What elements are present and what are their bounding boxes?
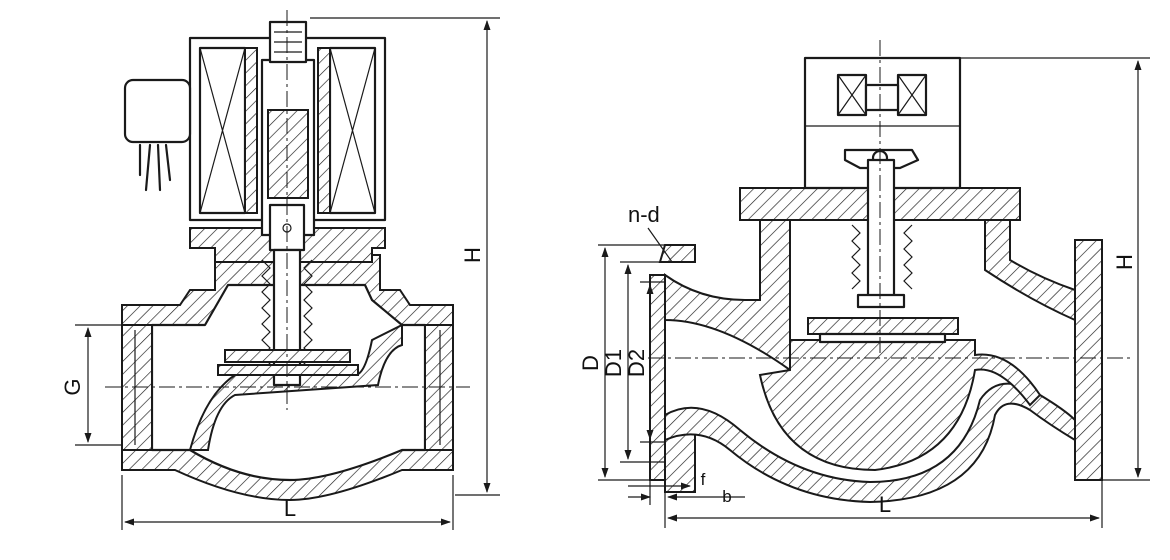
flanged-valve-view: n-d D D1 D2 f b L H bbox=[578, 40, 1150, 528]
b-label: b bbox=[722, 487, 731, 506]
bobbin-left bbox=[244, 47, 258, 214]
piston-disc bbox=[807, 317, 959, 335]
right-l-label: L bbox=[879, 492, 891, 517]
bobbin-right bbox=[317, 47, 331, 214]
left-flange bbox=[658, 244, 696, 263]
f-label: f bbox=[701, 470, 706, 489]
d2-label: D2 bbox=[624, 349, 649, 377]
diaphragm-seal bbox=[217, 364, 359, 376]
left-l-label: L bbox=[284, 496, 296, 521]
d-label: D bbox=[578, 355, 603, 371]
coil-left-cross bbox=[837, 74, 867, 116]
piston-seal bbox=[818, 332, 947, 344]
spring-left-right-view bbox=[851, 224, 861, 290]
plunger-core bbox=[267, 109, 309, 199]
body-lower-wall bbox=[664, 382, 1076, 504]
threaded-valve-view: G L H bbox=[60, 10, 500, 530]
body-upper-wall bbox=[664, 217, 791, 372]
right-h-label: H bbox=[1112, 254, 1137, 270]
coil-cross-left bbox=[199, 47, 246, 214]
d1-label: D1 bbox=[601, 349, 626, 377]
left-h-label: H bbox=[460, 247, 485, 263]
coil-center bbox=[864, 83, 900, 112]
piston-stem bbox=[866, 158, 896, 307]
g-label: G bbox=[60, 378, 85, 395]
nut-thread bbox=[274, 31, 302, 53]
spring-right-right-view bbox=[903, 224, 913, 290]
coil-right-cross bbox=[897, 74, 927, 116]
coil-cross-right bbox=[329, 47, 376, 214]
nd-label: n-d bbox=[628, 202, 660, 227]
internal-partition-right bbox=[758, 339, 1042, 472]
cable-wires bbox=[138, 143, 172, 192]
body-right-upper-wall bbox=[984, 217, 1076, 322]
cable-connector bbox=[123, 78, 192, 144]
right-flange bbox=[1074, 239, 1103, 481]
piston-stem-collar bbox=[856, 293, 906, 309]
left-flange-plate bbox=[649, 274, 666, 481]
